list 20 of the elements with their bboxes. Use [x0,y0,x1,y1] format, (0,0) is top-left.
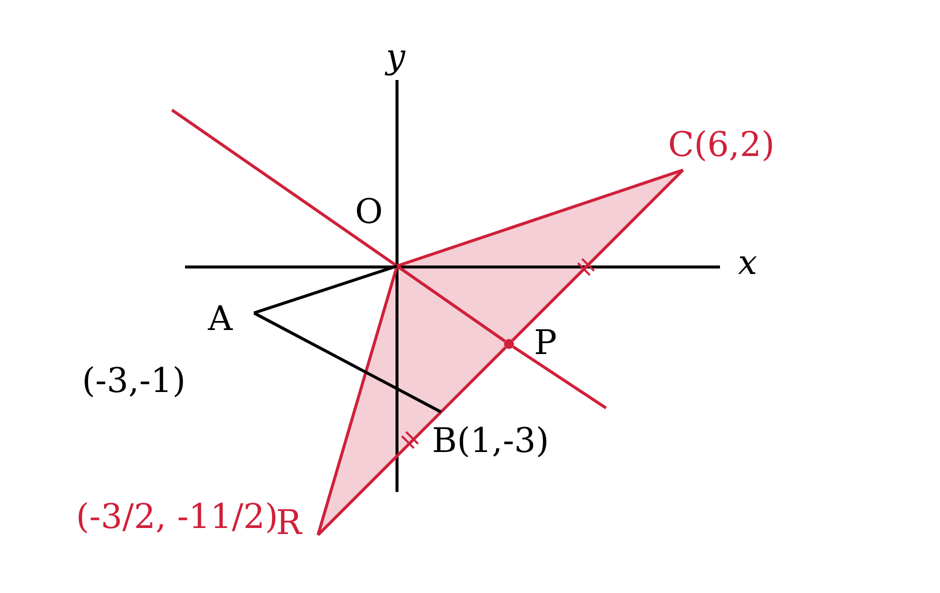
point-label: R [276,506,302,540]
line-segment [171,108,398,268]
coordinate-label: (-3,-1) [82,364,186,398]
line-segment [396,264,506,342]
axis-label: y [386,40,406,74]
axis-label: x [738,246,758,280]
point-label: O [355,195,383,229]
line-segment [316,410,442,536]
line-segment [511,168,684,342]
line-segment [512,346,607,410]
line-segment [396,168,684,268]
point-label: A [208,302,233,336]
point-label: C(6,2) [668,128,775,162]
line-segment [254,264,398,314]
line-segment [316,266,398,536]
point-label: P [534,326,557,360]
line-segment [253,312,442,414]
coordinate-label: (-3/2, -11/2) [76,500,278,534]
line-segment [440,346,507,414]
point-label: B(1,-3) [432,424,550,458]
